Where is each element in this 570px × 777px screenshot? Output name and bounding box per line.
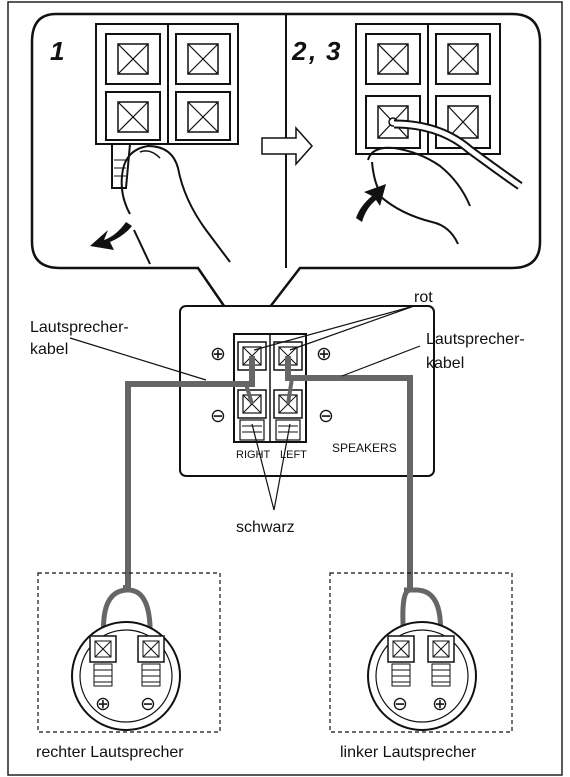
minus-symbol-right: ⊖ bbox=[318, 406, 334, 427]
left-speaker-caption: linker Lautsprecher bbox=[340, 744, 477, 761]
left-speaker bbox=[329, 572, 513, 733]
right-speaker bbox=[37, 572, 221, 733]
right-speaker-caption: rechter Lautsprecher bbox=[36, 744, 184, 761]
step-3-label: 3 bbox=[326, 36, 341, 66]
arrow-up-icon bbox=[356, 184, 386, 222]
right-channel-label: RIGHT bbox=[236, 449, 271, 461]
step-comma: , bbox=[308, 36, 316, 66]
speakers-label: SPEAKERS bbox=[332, 441, 397, 455]
terminal-block-step23 bbox=[355, 23, 501, 155]
leader-lines bbox=[69, 305, 421, 511]
schwarz-label: schwarz bbox=[236, 519, 295, 536]
cable-left-label-line1: Lautsprecher- bbox=[30, 319, 129, 336]
terminal-block-step1 bbox=[95, 23, 239, 189]
left-speaker-plus: ⊕ bbox=[432, 694, 448, 715]
right-speaker-minus: ⊖ bbox=[140, 694, 156, 715]
arrow-down-icon bbox=[90, 222, 132, 250]
plus-symbol-left: ⊕ bbox=[210, 344, 226, 365]
plus-symbol-right: ⊕ bbox=[316, 344, 332, 365]
finger-step23 bbox=[367, 146, 471, 245]
finger-nail-step1 bbox=[139, 150, 161, 159]
left-speaker-minus: ⊖ bbox=[392, 694, 408, 715]
rot-label: rot bbox=[414, 289, 433, 306]
cable-right-label-line1: Lautsprecher- bbox=[426, 331, 525, 348]
right-speaker-plus: ⊕ bbox=[95, 694, 111, 715]
cable-right-label-line2: kabel bbox=[426, 355, 464, 372]
page-border bbox=[7, 1, 563, 776]
arrow-right-icon bbox=[261, 126, 314, 166]
step-2-label: 2 bbox=[291, 36, 307, 66]
minus-symbol-left: ⊖ bbox=[210, 406, 226, 427]
step-1-label: 1 bbox=[50, 36, 64, 66]
cable-left-label-line2: kabel bbox=[30, 341, 68, 358]
main-terminal-block bbox=[233, 333, 307, 443]
left-channel-label: LEFT bbox=[280, 449, 307, 461]
finger-step1 bbox=[120, 144, 231, 265]
